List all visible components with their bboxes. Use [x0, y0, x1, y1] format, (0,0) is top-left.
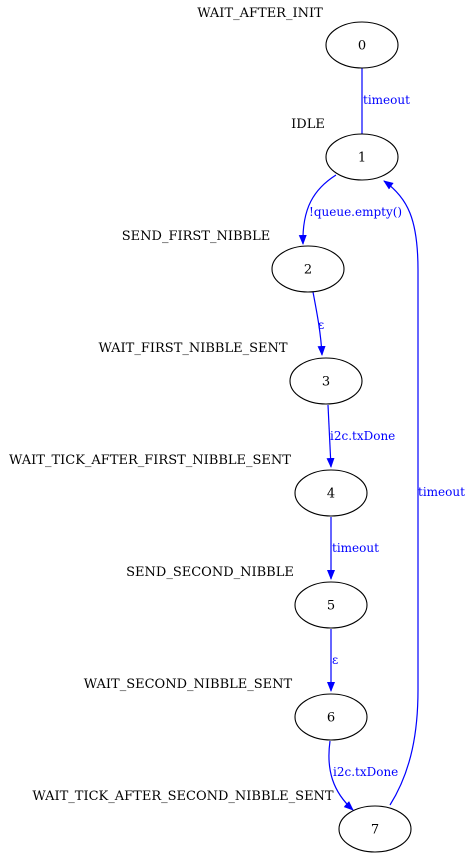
edge-label-6-to-7: i2c.txDone: [333, 765, 398, 779]
edge-7-to-1: [383, 180, 419, 806]
state-names: WAIT_AFTER_INIT IDLE SEND_FIRST_NIBBLE W…: [9, 6, 334, 804]
state-number: 1: [358, 151, 366, 166]
state-name-3: WAIT_FIRST_NIBBLE_SENT: [98, 341, 287, 356]
state-name-0: WAIT_AFTER_INIT: [197, 6, 323, 21]
edge-label-4-to-5: timeout: [332, 541, 379, 555]
state-number: 4: [327, 487, 335, 502]
state-node-0: 0: [325, 21, 399, 69]
edge-label-3-to-4: i2c.txDone: [330, 429, 395, 443]
state-name-1: IDLE: [291, 117, 325, 132]
state-number: 7: [371, 823, 379, 838]
state-number: 6: [327, 711, 335, 726]
state-node-3: 3: [289, 357, 363, 405]
state-number: 5: [327, 599, 335, 614]
state-number: 2: [304, 263, 312, 278]
state-node-5: 5: [294, 581, 368, 629]
state-name-4: WAIT_TICK_AFTER_FIRST_NIBBLE_SENT: [9, 453, 291, 468]
state-number: 0: [358, 39, 366, 54]
state-node-1: 1: [325, 133, 399, 181]
transitions: [298, 68, 419, 811]
edge-label-0-to-1: timeout: [363, 93, 410, 107]
edge-1-to-2: [298, 174, 337, 245]
state-name-6: WAIT_SECOND_NIBBLE_SENT: [84, 677, 293, 692]
state-node-7: 7: [338, 805, 412, 853]
transition-labels: timeout !queue.empty() ε i2c.txDone time…: [309, 93, 465, 779]
state-name-7: WAIT_TICK_AFTER_SECOND_NIBBLE_SENT: [32, 789, 334, 804]
states: 0 1 2 3 4 5 6 7: [271, 21, 412, 853]
edge-label-2-to-3: ε: [318, 318, 324, 332]
state-node-4: 4: [294, 469, 368, 517]
edge-2-to-3: [312, 291, 326, 356]
state-node-2: 2: [271, 245, 345, 293]
state-name-5: SEND_SECOND_NIBBLE: [126, 565, 294, 580]
state-name-2: SEND_FIRST_NIBBLE: [122, 229, 270, 244]
edge-label-7-to-1: timeout: [418, 485, 465, 499]
edge-6-to-7: [328, 740, 354, 811]
state-number: 3: [322, 375, 330, 390]
edge-label-1-to-2: !queue.empty(): [309, 205, 402, 219]
edge-3-to-4: [326, 404, 335, 468]
state-node-6: 6: [294, 693, 368, 741]
edge-label-5-to-6: ε: [332, 653, 338, 667]
